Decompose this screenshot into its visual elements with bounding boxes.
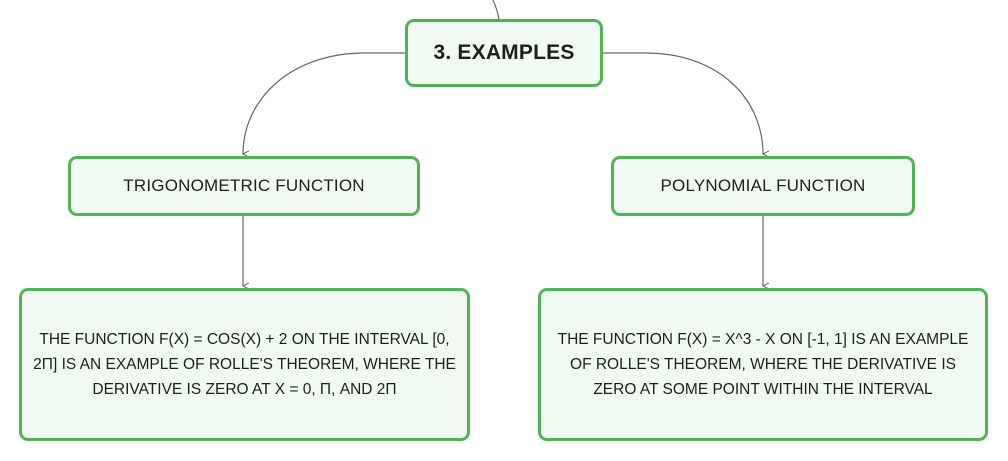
node-trigonometric-function[interactable]: TRIGONOMETRIC FUNCTION bbox=[68, 156, 420, 216]
connector-incoming bbox=[492, 0, 500, 20]
node-polynomial-label: POLYNOMIAL FUNCTION bbox=[660, 176, 866, 195]
connector-root-to-polynomial bbox=[603, 52, 763, 154]
connector-root-to-trigonometric bbox=[243, 52, 405, 154]
node-trigonometric-label: TRIGONOMETRIC FUNCTION bbox=[123, 176, 365, 195]
root-node-examples[interactable]: 3. EXAMPLES bbox=[405, 19, 603, 87]
polynomial-detail-text: THE FUNCTION F(X) = X^3 - X ON [-1, 1] I… bbox=[557, 331, 969, 398]
node-trigonometric-detail[interactable]: THE FUNCTION F(X) = COS(X) + 2 ON THE IN… bbox=[19, 288, 470, 441]
node-polynomial-detail[interactable]: THE FUNCTION F(X) = X^3 - X ON [-1, 1] I… bbox=[538, 288, 988, 441]
node-polynomial-function[interactable]: POLYNOMIAL FUNCTION bbox=[611, 156, 915, 216]
root-node-label: 3. EXAMPLES bbox=[433, 41, 575, 64]
trigonometric-detail-text: THE FUNCTION F(X) = COS(X) + 2 ON THE IN… bbox=[33, 331, 456, 398]
